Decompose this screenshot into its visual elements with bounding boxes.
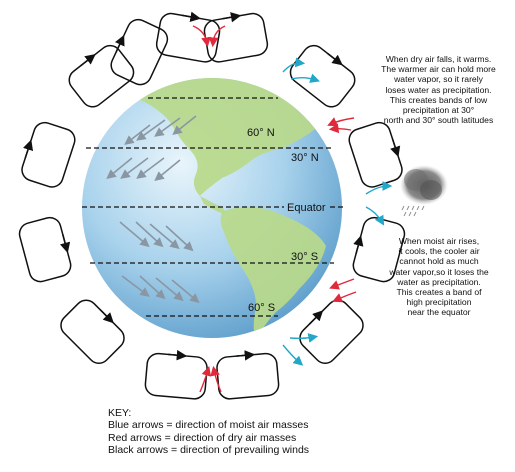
- wind-cell: [110, 18, 169, 86]
- surface-wind-arrow: [120, 157, 149, 179]
- surface-wind-arrows: [106, 115, 200, 304]
- moist-air-line: When moist air rises,: [398, 236, 480, 246]
- wind-cell: [60, 299, 125, 364]
- north-america-landmass: [140, 78, 322, 196]
- legend-key: KEY: Blue arrows = direction of moist ai…: [108, 407, 309, 456]
- dry-air-arrows: [192, 25, 357, 393]
- label-60s: 60° S: [248, 302, 275, 314]
- dry-air-line: north and 30° south latitudes: [383, 115, 494, 126]
- surface-wind-arrow: [136, 119, 166, 141]
- wind-direction-arrow: [23, 139, 34, 159]
- surface-wind-arrow: [165, 225, 194, 252]
- moist-air-arrows: [282, 57, 393, 366]
- moist-air-line: water vapor,so it loses the: [389, 266, 489, 277]
- dry-air-line: precipitation at 30°: [402, 105, 475, 116]
- wind-cell: [18, 216, 72, 283]
- globe: [82, 78, 342, 338]
- moist-arrow-equator-lower: [365, 206, 385, 226]
- wind-direction-arrow: [181, 11, 201, 22]
- wind-direction-arrow: [309, 310, 324, 325]
- moist-air-line: near the equator: [407, 307, 471, 318]
- dry-air-line: The warmer air can hold more: [381, 64, 496, 75]
- wind-cell: [299, 299, 364, 364]
- moist-air-line: cannot hold as much: [399, 256, 479, 267]
- wind-direction-arrow: [114, 34, 125, 53]
- moist-air-line: water as precipitation.: [397, 276, 481, 287]
- wind-direction-arrow: [327, 52, 343, 66]
- moist-arrow-bottom-left: [282, 344, 304, 366]
- dry-air-line: loses water as precipitation.: [385, 84, 492, 95]
- wind-cell: [203, 12, 269, 63]
- wind-cell: [21, 121, 76, 188]
- moist-air-line: high precipitation: [406, 297, 472, 308]
- label-30n: 30° N: [291, 152, 319, 164]
- dry-arrow-top-left: [192, 25, 211, 48]
- latitude-labels: 60° N 30° N Equator 30° S 60° S: [247, 127, 326, 314]
- wind-cell: [348, 121, 403, 188]
- dry-arrow-bottom-right: [210, 365, 222, 393]
- key-title: KEY:: [108, 407, 132, 419]
- dry-arrow-30n: [327, 117, 355, 127]
- dry-arrow-top-right: [208, 25, 226, 48]
- moist-air-line: it cools, the cooler air: [398, 246, 480, 257]
- surface-wind-arrow: [139, 275, 166, 300]
- wind-cell: [68, 44, 135, 108]
- dry-air-line: water vapor, so it rarely: [394, 74, 483, 85]
- surface-wind-arrow: [106, 157, 133, 180]
- key-blue-arrows: Blue arrows = direction of moist air mas…: [108, 419, 309, 432]
- label-30s: 30° S: [291, 251, 318, 263]
- surface-wind-arrow: [155, 277, 184, 302]
- surface-wind-arrow: [136, 157, 165, 179]
- wind-direction-arrow: [390, 138, 401, 158]
- latitude-lines: [82, 97, 344, 317]
- surface-wind-arrow: [121, 275, 150, 297]
- moist-arrow-top-right-2: [290, 73, 320, 83]
- dry-arrow-30s: [329, 278, 355, 290]
- dry-arrow-bottom-left: [199, 365, 212, 393]
- wind-direction-arrow: [353, 235, 364, 255]
- surface-wind-arrow: [154, 117, 181, 137]
- dry-air-explanation: When dry air falls, it warms. The warmer…: [366, 54, 511, 125]
- surface-wind-arrow: [135, 221, 164, 248]
- wind-direction-arrow: [222, 12, 242, 23]
- moist-air-explanation: When moist air rises, it cools, the cool…: [385, 236, 493, 318]
- surface-wind-arrow: [172, 115, 197, 135]
- key-black-arrows: Black arrows = direction of prevailing w…: [108, 443, 310, 456]
- wind-cell: [289, 44, 356, 108]
- wind-cell: [144, 349, 208, 400]
- moist-arrow-bottom-right: [289, 333, 319, 343]
- label-60n: 60° N: [247, 127, 275, 139]
- surface-wind-arrow: [119, 221, 150, 248]
- key-red-arrows: Red arrows = direction of dry air masses: [108, 431, 297, 444]
- wind-direction-arrow: [59, 234, 71, 254]
- wind-cell: [216, 350, 280, 400]
- wind-cell: [155, 11, 221, 63]
- moist-arrow-top-right: [282, 57, 306, 73]
- dry-arrow-30n-2: [328, 123, 352, 134]
- dry-arrow-30s-2: [332, 291, 357, 303]
- wind-direction-arrow: [235, 350, 256, 361]
- surface-wind-arrow: [154, 159, 181, 182]
- surface-wind-arrow: [171, 279, 200, 304]
- moist-air-line: This creates a band of: [396, 287, 482, 298]
- rain-cloud-icon: [400, 165, 448, 217]
- wind-direction-arrow: [168, 349, 188, 361]
- label-equator: Equator: [287, 202, 326, 214]
- wind-direction-arrow: [80, 53, 96, 67]
- south-america-landmass: [220, 206, 326, 338]
- moist-arrow-equator-upper: [365, 181, 393, 195]
- wind-direction-arrow: [99, 309, 114, 324]
- wind-cell: [352, 216, 406, 283]
- dry-air-line: When dry air falls, it warms.: [385, 54, 492, 64]
- dry-air-line: This creates bands of low: [389, 94, 488, 105]
- central-america-landmass: [200, 196, 225, 214]
- surface-wind-arrow: [149, 223, 180, 250]
